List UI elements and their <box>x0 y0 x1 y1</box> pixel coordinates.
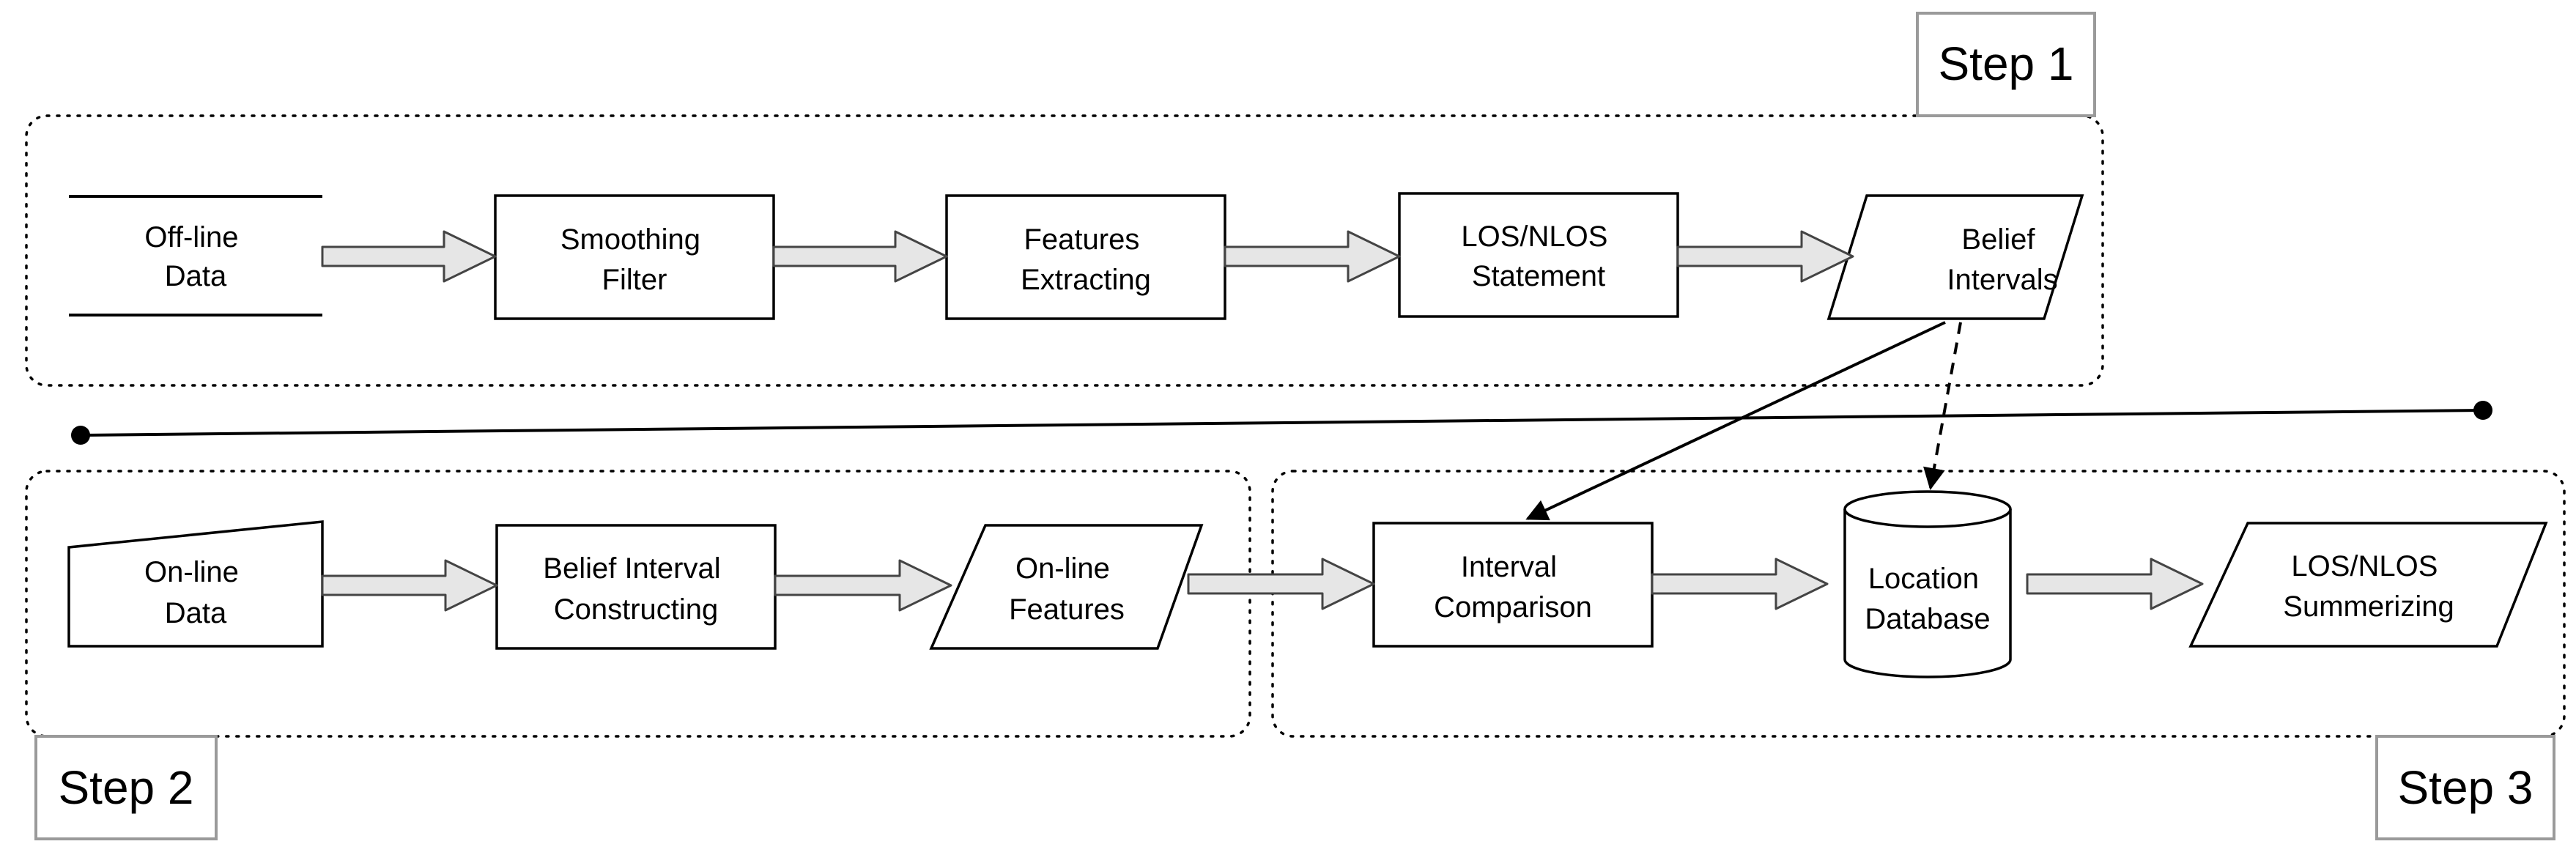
separator-line <box>71 401 2492 445</box>
svg-text:Location Database: Location Database <box>1865 563 1990 635</box>
smoothing-filter-line2: Filter <box>602 264 667 296</box>
flow-arrow-offline-to-smoothing <box>321 230 497 283</box>
location-database-node: Location Database <box>1843 490 2012 678</box>
flow-arrow-features-to-comparison <box>1187 558 1375 610</box>
los-nlos-statement-line1: LOS/NLOS <box>1461 221 1607 253</box>
svg-text:Interval Comparison: Interval Comparison <box>1434 551 1592 623</box>
online-features-line1: On-line <box>1015 552 1110 585</box>
svg-text:Smoothing Filter: Smoothing Filter <box>560 223 708 296</box>
features-extracting-line1: Features <box>1024 223 1140 256</box>
flow-arrow-features-to-statement <box>1224 230 1401 283</box>
flow-arrow-comparison-to-database <box>1651 558 1829 610</box>
flow-arrow-constructing-to-features <box>774 559 952 612</box>
belief-intervals-line2: Intervals <box>1947 264 2057 296</box>
step3-label: Step 3 <box>2397 761 2533 814</box>
flow-arrow-statement-to-belief <box>1676 230 1854 283</box>
belief-interval-constructing-node: Belief Interval Constructing <box>495 524 777 650</box>
svg-text:LOS/NLOS Statement: LOS/NLOS Statement <box>1461 221 1615 292</box>
flow-arrow-database-to-summerizing <box>2026 558 2204 610</box>
flow-arrow-online-to-constructing <box>321 559 498 612</box>
online-data-line1: On-line <box>144 556 239 588</box>
belief-interval-constructing-line2: Constructing <box>554 593 719 626</box>
block-arrows <box>321 230 2204 612</box>
step2-label: Step 2 <box>58 761 193 814</box>
smoothing-filter-line1: Smoothing <box>560 223 700 256</box>
online-features-line2: Features <box>1009 593 1125 626</box>
location-database-line1: Location <box>1868 563 1979 595</box>
dashed-arrow-belief-to-database <box>1923 322 1962 490</box>
step1-tag: Step 1 <box>1916 12 2096 117</box>
step1-label: Step 1 <box>1938 37 2073 90</box>
arrow-belief-to-comparison <box>1525 321 1946 521</box>
los-nlos-statement-line2: Statement <box>1472 260 1605 292</box>
svg-text:Features Extracting: Features Extracting <box>1021 223 1151 296</box>
separator-dot-right <box>2473 401 2492 420</box>
smoothing-filter-node: Smoothing Filter <box>494 194 775 320</box>
step3-tag: Step 3 <box>2375 735 2555 840</box>
online-data-line2: Data <box>165 597 227 629</box>
los-nlos-statement-node: LOS/NLOS Statement <box>1398 192 1679 318</box>
belief-intervals-node: Belief Intervals <box>1826 194 2084 320</box>
svg-text:Belief Intervals: Belief Intervals <box>1947 223 2057 296</box>
step3-group-boundary <box>1271 470 2566 738</box>
svg-text:On-line Data: On-line Data <box>144 556 247 629</box>
step2-tag: Step 2 <box>34 735 218 840</box>
interval-comparison-line2: Comparison <box>1434 591 1592 623</box>
online-data-node: On-line Data <box>67 520 324 648</box>
offline-data-node: Off-line Data <box>69 195 322 317</box>
los-nlos-summerizing-line1: LOS/NLOS <box>2291 550 2438 582</box>
online-features-node: On-line Features <box>929 524 1204 650</box>
offline-data-line2: Data <box>165 260 227 292</box>
step1-group-boundary <box>25 114 2104 387</box>
los-nlos-summerizing-line2: Summerizing <box>2283 591 2454 623</box>
interval-comparison-line1: Interval <box>1461 551 1557 583</box>
location-database-line2: Database <box>1865 603 1990 635</box>
interval-comparison-node: Interval Comparison <box>1372 522 1654 648</box>
svg-text:LOS/NLOS Summerizing: LOS/NLOS Summerizing <box>2283 550 2454 623</box>
step2-group-boundary <box>25 470 1251 738</box>
belief-interval-constructing-line1: Belief Interval <box>543 552 720 585</box>
svg-text:On-line Features: On-line Features <box>1009 552 1125 626</box>
svg-text:Belief Interval Construc: Belief Interval Constructing <box>543 552 728 626</box>
flow-arrow-smoothing-to-features <box>772 230 948 283</box>
offline-data-line1: Off-line <box>144 221 238 253</box>
features-extracting-node: Features Extracting <box>945 194 1226 320</box>
svg-text:Off-line Data: Off-line Data <box>144 221 246 292</box>
los-nlos-summerizing-node: LOS/NLOS Summerizing <box>2188 522 2548 648</box>
features-extracting-line2: Extracting <box>1021 264 1151 296</box>
belief-intervals-line1: Belief <box>1961 223 2035 256</box>
separator-dot-left <box>71 426 90 445</box>
